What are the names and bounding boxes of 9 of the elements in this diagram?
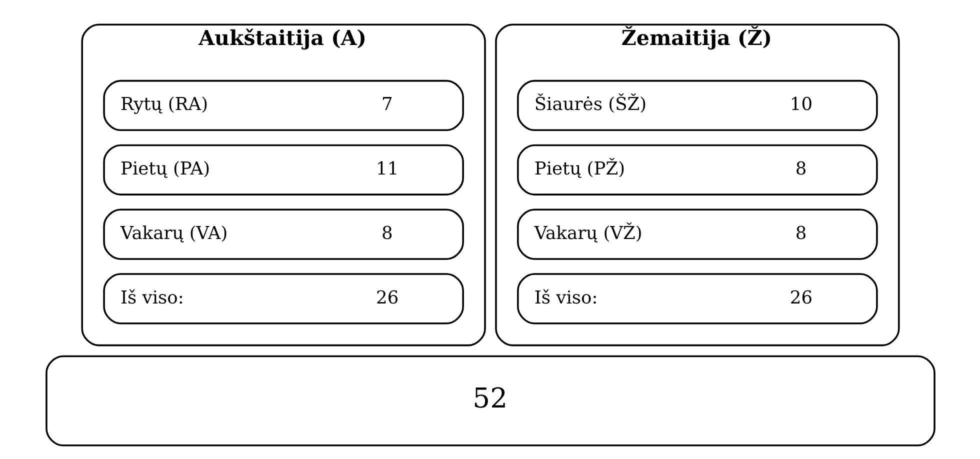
node-box: Iš viso: 26: [102, 273, 464, 324]
node-box: Šiaurės (ŠŽ) 10: [516, 80, 878, 132]
node-box: Rytų (RA) 7: [102, 80, 464, 132]
node-box: Vakarų (VA) 8: [102, 208, 464, 260]
node-box: Iš viso: 26: [516, 273, 878, 324]
node-box: Pietų (PŽ) 8: [516, 144, 878, 196]
node-box: Vakarų (VŽ) 8: [516, 208, 878, 260]
node-box: Pietų (PA) 11: [102, 144, 464, 196]
node-box: 52: [45, 355, 935, 446]
